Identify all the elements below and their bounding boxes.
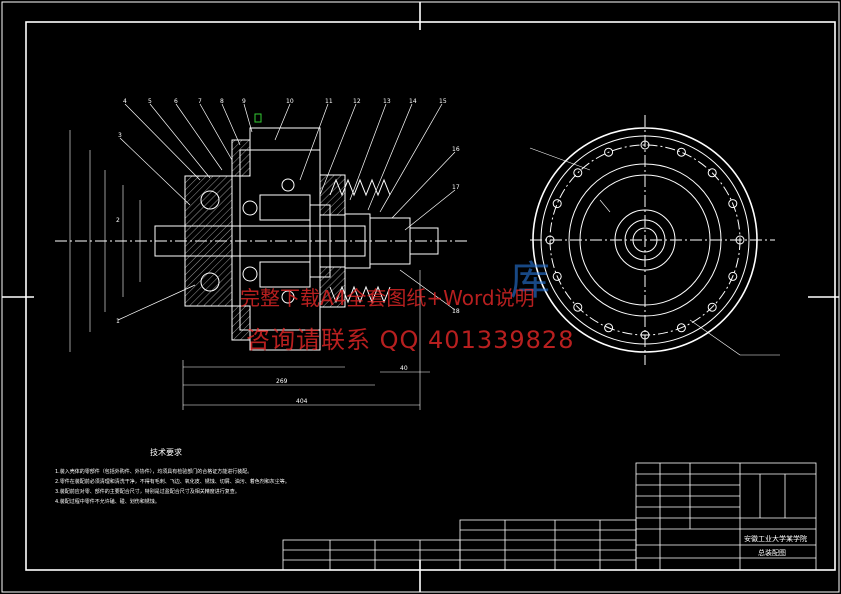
tech-req-line: 1.装入壳体的零部件（包括外购件、外协件），均须具有检验部门的合格证方能进行装配… xyxy=(55,468,252,475)
bolt-hole xyxy=(552,271,562,281)
bolt-hole xyxy=(640,330,650,340)
watermark-line-2: 咨询请联系 QQ 401339828 xyxy=(246,326,575,354)
bolt-hole xyxy=(604,323,614,333)
tech-req-line: 4.装配过程中零件不允许磕、碰、划伤和锈蚀。 xyxy=(55,498,160,505)
balloon-label: 5 xyxy=(148,98,152,105)
end-view xyxy=(529,115,780,365)
title-school: 安徽工业大学某学院 xyxy=(744,534,807,543)
tech-req-line: 3.装配前应对零、部件的主要配合尺寸，特别是过盈配合尺寸及相关精度进行复查。 xyxy=(55,488,240,495)
balloon-label: 7 xyxy=(198,98,202,105)
tech-req-line: 2.零件在装配前必须清理和清洗干净，不得有毛刺、飞边、氧化皮、锈蚀、切屑、油污、… xyxy=(55,478,290,485)
balloon-label: 4 xyxy=(123,98,127,105)
title-drawing-name: 总装配图 xyxy=(758,548,786,557)
bolt-hole xyxy=(604,147,614,157)
balloon-label: 11 xyxy=(325,98,333,105)
title-block xyxy=(282,462,817,571)
balloon-label: 8 xyxy=(220,98,224,105)
bolt-hole xyxy=(640,140,650,150)
balloon-label: 10 xyxy=(286,98,294,105)
balloon-label: 2 xyxy=(116,217,120,224)
bolt-hole xyxy=(728,199,738,209)
section-view xyxy=(55,113,470,351)
balloon-label: 13 xyxy=(383,98,391,105)
balloon-label: 16 xyxy=(452,146,460,153)
balloon-label: 17 xyxy=(452,184,460,191)
dim-middle: 269 xyxy=(276,378,288,385)
dim-right: 40 xyxy=(400,365,408,372)
bolt-hole xyxy=(573,302,583,312)
balloon-label: 14 xyxy=(409,98,417,105)
bolt-hole xyxy=(545,235,555,245)
watermark-line-1: 完整下载A4全套图纸+Word说明 xyxy=(240,286,535,310)
bolt-hole xyxy=(728,271,738,281)
balloon-label: 9 xyxy=(242,98,246,105)
bolt-hole xyxy=(735,235,745,245)
dim-overall: 404 xyxy=(296,398,308,405)
watermark-logo: 库 xyxy=(510,258,550,304)
balloon-label: 18 xyxy=(452,308,460,315)
tech-req-title: 技术要求 xyxy=(150,447,182,457)
bolt-hole xyxy=(707,168,717,178)
balloon-label: 12 xyxy=(353,98,361,105)
leader-lines xyxy=(117,103,456,321)
bolt-hole xyxy=(676,147,686,157)
balloon-label: 1 xyxy=(116,318,120,325)
balloon-label: 6 xyxy=(174,98,178,105)
balloon-label: 15 xyxy=(439,98,447,105)
dimension-lines xyxy=(69,130,430,410)
bolt-hole xyxy=(573,168,583,178)
balloon-label: 3 xyxy=(118,132,122,139)
bolt-hole xyxy=(707,302,717,312)
bolt-hole xyxy=(676,323,686,333)
bolt-hole xyxy=(552,199,562,209)
